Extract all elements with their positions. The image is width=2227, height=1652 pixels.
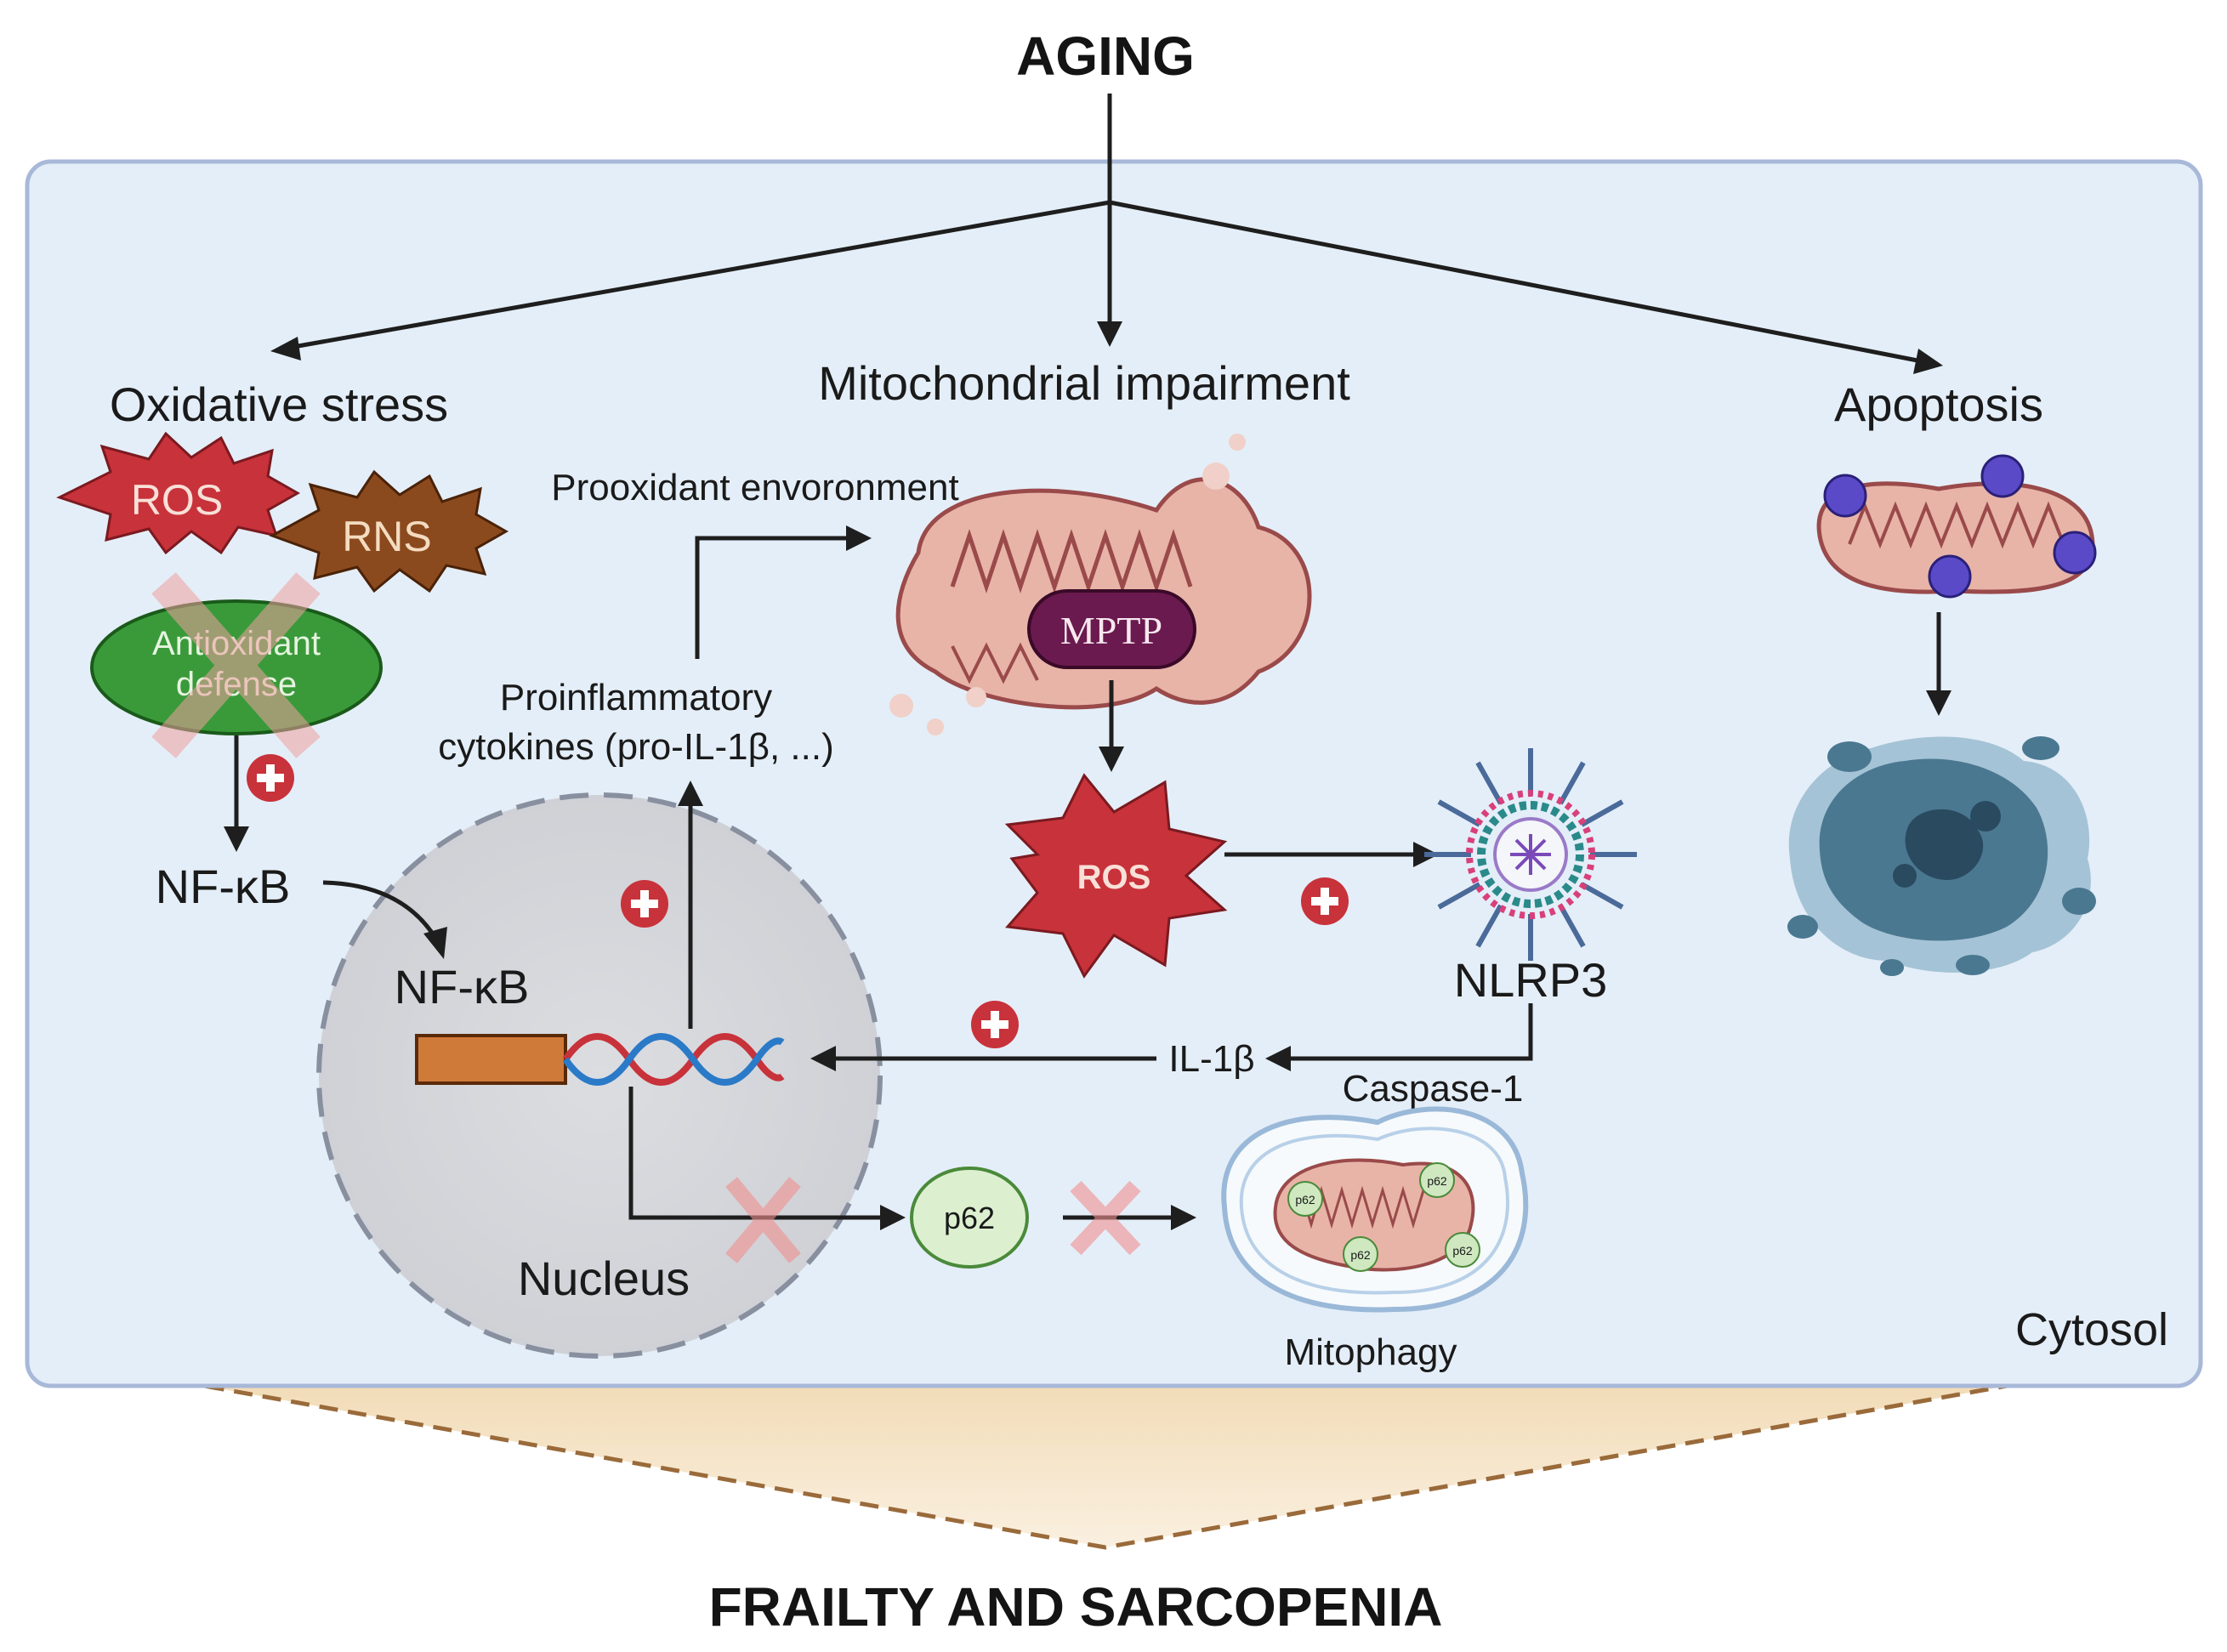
proinflammatory-label-line2: cytokines (pro-IL-1β, ...): [438, 726, 833, 768]
antioxidant-to-nfkb-arrowhead: [224, 826, 249, 852]
dna-to-p62-arrow: [628, 1087, 883, 1220]
cytokines-to-mito-arrowhead: [846, 525, 872, 551]
dna-to-p62-arrowhead: [880, 1205, 906, 1230]
mitophagy-autophagosome-icon: [1221, 1106, 1529, 1313]
p62-small-label: p62: [1452, 1244, 1473, 1257]
plus-icon: [971, 1001, 1019, 1048]
nfkb-cytosol-label: NF-κB: [156, 860, 291, 913]
dna-strand-blue: [562, 1033, 785, 1086]
aging-title: AGING: [1016, 26, 1195, 87]
ros-starburst-small: [56, 431, 301, 555]
mptp-label: MPTP: [1060, 609, 1162, 652]
frailty-sarcopenia-title: FRAILTY AND SARCOPENIA: [709, 1576, 1443, 1638]
nlrp3-inflammasome-icon: [1424, 748, 1637, 961]
nucleus-label: Nucleus: [518, 1252, 690, 1305]
cytosol-label: Cytosol: [2015, 1304, 2168, 1355]
apoptotic-cell-icon: [1787, 736, 2096, 976]
nfkb-translocation-arrowhead: [423, 927, 447, 959]
proinflammatory-label-line1: Proinflammatory: [500, 677, 772, 718]
p62-small-label: p62: [1427, 1174, 1447, 1188]
mitophagy-label: Mitophagy: [1284, 1331, 1457, 1373]
mito-to-apoptotic-cell-arrowhead: [1926, 690, 1951, 716]
cytokines-to-mito-arrow: [695, 536, 849, 659]
apoptosis-heading: Apoptosis: [1834, 378, 2043, 431]
apoptotic-mitochondrion-icon: [1816, 454, 2097, 599]
dna-strand-red: [562, 1033, 785, 1086]
aging-arrow-left-head: [270, 337, 301, 360]
p62-small-label: p62: [1350, 1248, 1371, 1262]
rns-starburst: [269, 469, 509, 593]
nlrp3-to-il1b-arrowhead: [1265, 1046, 1291, 1071]
frailty-funnel: [203, 1383, 2008, 1550]
p62-label: p62: [944, 1201, 995, 1235]
aging-arrow-right: [1109, 200, 1918, 363]
nfkb-gene-box: [415, 1034, 567, 1085]
aging-arrow-left: [293, 200, 1111, 349]
prooxidant-label: Prooxidant envoronment: [551, 467, 958, 508]
antioxidant-blocked-x-icon: [151, 572, 321, 758]
oxidative-stress-heading: Oxidative stress: [110, 378, 448, 431]
il1b-label: IL-1β: [1168, 1038, 1254, 1080]
nfkb-translocation-arrow: [322, 880, 436, 937]
ros-label-small: ROS: [131, 476, 223, 524]
blocked-x-icon: [725, 1177, 801, 1263]
caspase-label: Caspase-1: [1343, 1068, 1524, 1110]
aging-arrow-down-head: [1097, 321, 1122, 347]
plus-icon: [621, 880, 668, 928]
nlrp3-label: NLRP3: [1454, 953, 1608, 1007]
p62-small-label: p62: [1295, 1193, 1315, 1206]
p62-bubble: [910, 1167, 1029, 1269]
mitochondrial-impairment-heading: Mitochondrial impairment: [818, 356, 1350, 410]
plus-icon: [1301, 877, 1349, 925]
ros-label-large: ROS: [1077, 859, 1151, 896]
nfkb-nucleus-label: NF-κB: [395, 960, 530, 1013]
mptp-to-ros-arrowhead: [1099, 747, 1124, 772]
aging-arrow-right-head: [1913, 349, 1943, 374]
il1b-to-dna-arrowhead: [810, 1046, 836, 1071]
rns-label: RNS: [342, 513, 432, 560]
plus-icon: [247, 754, 294, 802]
ros-starburst-large: [1004, 773, 1228, 979]
mptp-pill: [1027, 589, 1196, 669]
dna-to-cytokines-arrowhead: [678, 781, 703, 806]
nlrp3-to-il1b-arrow: [1288, 1003, 1533, 1061]
p62-to-mitophagy-arrowhead: [1171, 1205, 1196, 1230]
blocked-x-icon: [1070, 1180, 1141, 1256]
